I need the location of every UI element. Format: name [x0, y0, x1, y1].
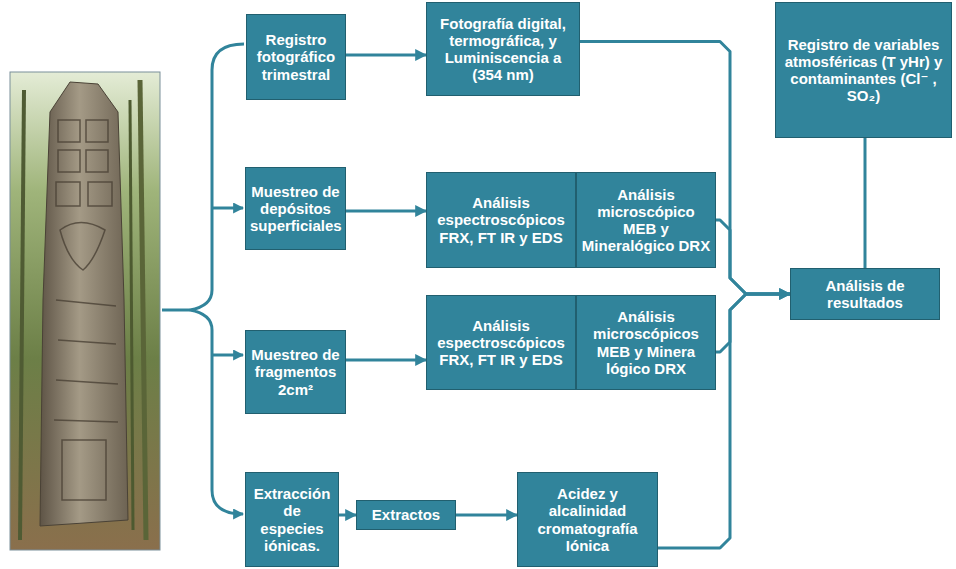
box-label: Análisis espectroscópicos FRX, FT IR y E…	[431, 194, 571, 246]
glyph	[86, 120, 108, 142]
result-box: Análisis de resultados	[790, 268, 940, 320]
connector-arrow	[339, 514, 356, 517]
connector-arrow	[346, 210, 426, 213]
box-label: Extractos	[361, 506, 451, 523]
bracket-stem	[162, 309, 190, 312]
analysis-box: Análisis microscópicos MEB y Minera lógi…	[576, 295, 716, 390]
glyph	[58, 120, 80, 142]
connector-arrow	[346, 54, 426, 57]
glyph	[86, 150, 108, 172]
stela	[40, 82, 128, 526]
glyph	[88, 182, 112, 206]
box-label: Extracción de especies iónicas.	[250, 485, 334, 554]
bracket-branch	[212, 354, 243, 357]
glyph	[56, 182, 80, 206]
bracket-branch	[212, 207, 243, 210]
tree-trunk	[20, 90, 24, 540]
process-box: Fotografía digital, termográfica, y Lumi…	[426, 2, 580, 96]
box-label: Muestreo de fragmentos 2cm²	[250, 346, 341, 398]
analysis-box: Análisis espectroscópicos FRX, FT IR y E…	[426, 172, 576, 268]
connector-arrow	[346, 359, 426, 362]
analysis-box: Acidez y alcalinidad cromatografía Iónic…	[517, 472, 658, 567]
figure-relief	[60, 223, 105, 271]
box-label: Análisis de resultados	[795, 277, 935, 312]
connector-arrow	[716, 220, 790, 294]
box-label: Registro fotográfico trimestral	[251, 31, 341, 83]
process-box: Extractos	[356, 500, 456, 530]
tree-trunk	[130, 100, 133, 530]
box-label: Registro de variables atmosféricas (T yH…	[780, 36, 947, 105]
glyph	[58, 150, 80, 172]
box-label: Muestreo de depósitos superficiales	[250, 183, 341, 235]
process-box: Extracción de especies iónicas.	[245, 472, 339, 567]
stela-carvings	[54, 120, 118, 500]
box-label: Análisis microscópicos MEB y Minera lógi…	[581, 308, 711, 377]
glyph-panel	[62, 440, 106, 500]
tree-trunk	[140, 80, 146, 540]
box-label: Acidez y alcalinidad cromatografía Iónic…	[522, 485, 653, 554]
carving-lines	[54, 300, 118, 422]
stela-photo	[10, 72, 160, 550]
data-box: Registro de variables atmosféricas (T yH…	[775, 2, 952, 138]
connector-arrow	[456, 514, 517, 517]
left-bracket	[190, 44, 244, 514]
process-box: Muestreo de depósitos superficiales	[245, 167, 346, 250]
box-label: Análisis microscópico MEB y Mineralógico…	[581, 186, 711, 255]
connector-arrow	[716, 294, 790, 352]
analysis-box: Análisis microscópico MEB y Mineralógico…	[576, 172, 716, 268]
process-box: Registro fotográfico trimestral	[246, 14, 346, 100]
process-box: Muestreo de fragmentos 2cm²	[245, 330, 346, 414]
box-label: Análisis espectroscópicos FRX, FT IR y E…	[431, 317, 571, 369]
box-label: Fotografía digital, termográfica, y Lumi…	[431, 15, 575, 84]
connector-arrow	[864, 138, 867, 268]
analysis-box: Análisis espectroscópicos FRX, FT IR y E…	[426, 295, 576, 390]
